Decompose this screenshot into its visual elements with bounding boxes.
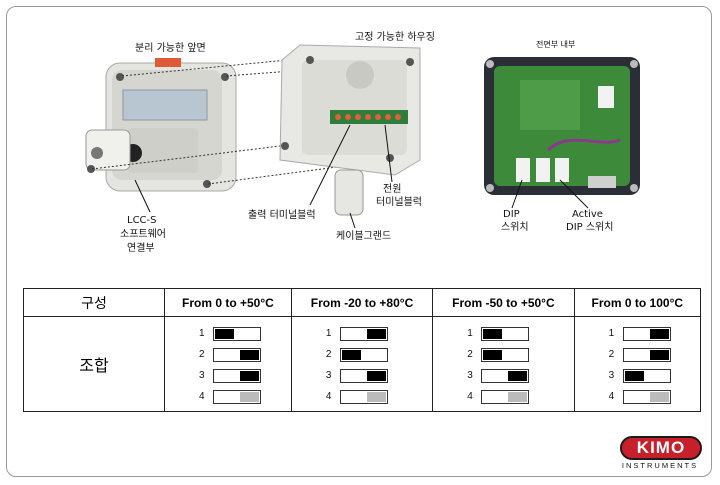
switch-knob [240,371,259,381]
switch-knob [508,371,528,381]
switch-number: 3 [467,370,473,381]
dip-switch [481,348,530,362]
logo-subtitle: INSTRUMENTS [621,461,699,470]
switch-number: 1 [325,328,332,339]
switch-knob [649,392,669,402]
product-illustrations [85,44,640,229]
switch-number: 4 [325,391,332,402]
dip-switch [622,390,671,404]
housing-illustration [279,44,421,229]
power-label-line2: 터미널블럭 [376,197,422,208]
header-range-3: From -50 to +50°C [432,288,575,317]
switch-number: 4 [467,391,473,402]
switch-number: 1 [608,328,615,339]
header-range-2: From -20 to +80°C [290,288,434,317]
fixed-housing-label: 고정 가능한 하우징 [355,32,435,43]
dip-switch [622,327,671,341]
dip-switch [481,369,530,383]
switch-knob [483,329,503,339]
output-terminal-label: 출력 터미널블럭 [248,210,316,221]
dip-switch [339,327,388,341]
switch-knob [483,350,503,360]
power-label-line1: 전원 [383,184,402,195]
active-label-line2: DIP 스위치 [566,222,614,233]
dip-switch [481,327,530,341]
pcb-illustration [484,57,640,209]
switch-number: 2 [199,349,205,360]
row-label-combination: 조합 [23,316,165,412]
header-config: 구성 [23,288,165,317]
kimo-logo: KIMO INSTRUMENTS [614,436,702,472]
logo-mark: KIMO [620,436,702,460]
switch-knob [341,350,361,360]
lcc-label-line1: LCC-S [127,215,157,226]
switch-knob [649,350,669,360]
switch-knob [366,371,386,381]
dip-switch [622,348,671,362]
switch-knob [508,392,528,402]
switch-knob [366,329,386,339]
switch-number: 1 [199,328,205,339]
dip-diagram-4: 1 2 3 4 [575,317,700,411]
front-unit-illustration [85,58,237,192]
front-detachable-label: 분리 가능한 앞면 [135,43,206,54]
dip-label-line1: DIP [503,209,520,220]
switch-number: 4 [199,391,205,402]
switch-number: 1 [467,328,473,339]
switch-number: 3 [608,370,615,381]
dip-cell-3: 1 2 3 4 [432,316,575,412]
lcc-label-line3: 연결부 [127,243,155,254]
lcc-leader [134,179,151,213]
header-range-1: From 0 to +50°C [164,288,292,317]
switch-number: 4 [608,391,615,402]
active-label-line1: Active [572,209,603,220]
dip-switch [481,390,530,404]
table-row: 조합 1 2 3 4 1 2 3 4 1 2 3 4 1 2 3 4 [23,316,702,412]
switch-number: 2 [325,349,332,360]
dip-switch [213,348,261,362]
switch-number: 3 [325,370,332,381]
switch-number: 2 [608,349,615,360]
lcc-label-line2: 소프트웨어 [120,229,166,240]
dip-cell-1: 1 2 3 4 [164,316,292,412]
dip-switch [339,390,388,404]
switch-knob [215,329,234,339]
dip-switch [213,369,261,383]
dip-switch [339,348,388,362]
switch-knob [240,350,259,360]
dip-diagram-1: 1 2 3 4 [165,317,291,411]
dip-switch [213,390,261,404]
switch-knob [649,329,669,339]
dip-cell-2: 1 2 3 4 [290,316,434,412]
switch-knob [240,392,259,402]
dip-diagram-3: 1 2 3 4 [433,317,573,411]
dip-diagram-2: 1 2 3 4 [292,317,432,411]
switch-knob [366,392,386,402]
switch-number: 3 [199,370,205,381]
table-header-row: 구성 From 0 to +50°C From -20 to +80°C Fro… [23,288,702,317]
front-inside-label: 전면부 내부 [536,40,576,49]
dip-cell-4: 1 2 3 4 [573,316,702,412]
switch-number: 2 [467,349,473,360]
header-range-4: From 0 to 100°C [573,288,702,317]
cable-gland-label: 케이블그랜드 [336,231,392,242]
dip-switch [339,369,388,383]
dip-switch [213,327,261,341]
configuration-table: 구성 From 0 to +50°C From -20 to +80°C Fro… [23,288,702,412]
dip-label-line2: 스위치 [501,222,529,233]
dip-switch [622,369,671,383]
switch-knob [624,371,644,381]
